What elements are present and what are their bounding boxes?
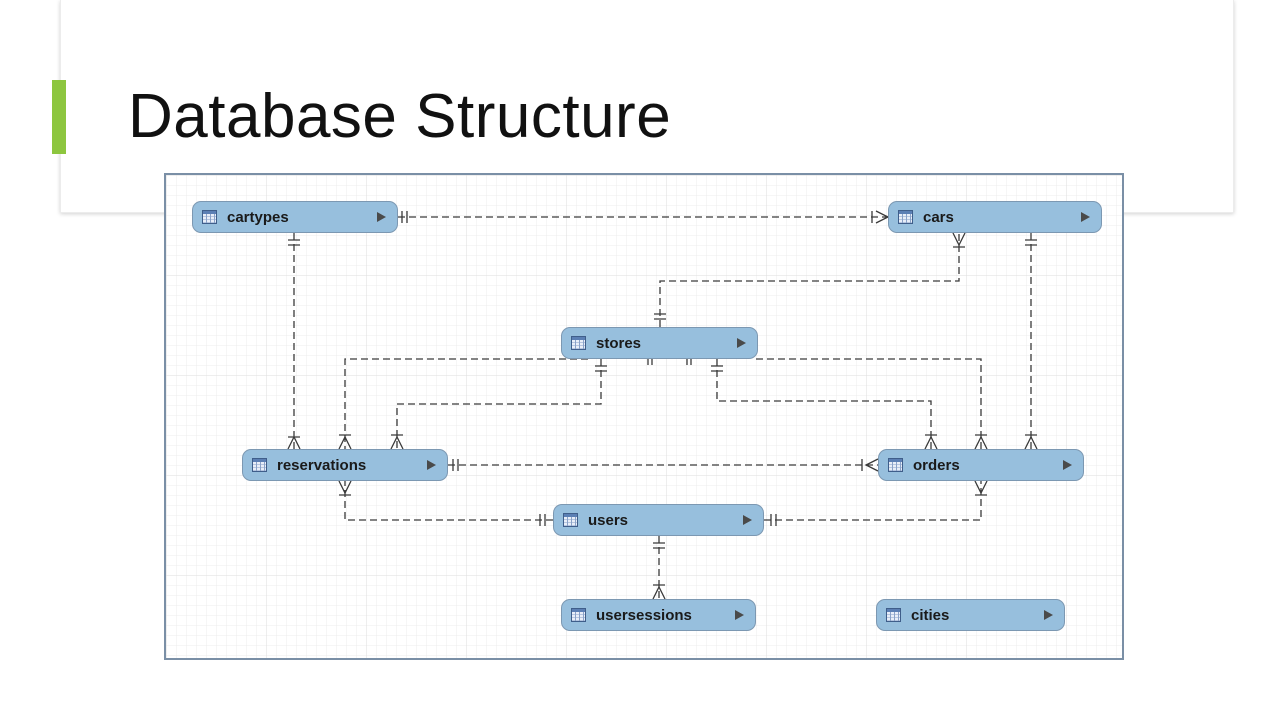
entity-cars[interactable]: cars	[888, 201, 1102, 233]
diagram-canvas	[166, 175, 1122, 658]
one-marker	[595, 365, 607, 372]
many-marker	[338, 480, 352, 496]
one-marker	[288, 239, 300, 246]
expand-arrow-icon[interactable]	[377, 212, 386, 222]
entity-orders[interactable]: orders	[878, 449, 1084, 481]
many-marker	[974, 480, 988, 496]
one-marker	[401, 211, 408, 223]
table-icon	[886, 608, 901, 622]
one-marker	[539, 514, 546, 526]
table-icon	[202, 210, 217, 224]
entity-stores[interactable]: stores	[561, 327, 758, 359]
entity-orders-label: orders	[913, 456, 960, 474]
rel-stores-reservations-a	[396, 359, 602, 449]
entity-usersessions[interactable]: usersessions	[561, 599, 756, 631]
one-marker	[770, 514, 777, 526]
many-marker	[287, 435, 301, 450]
table-icon	[571, 608, 586, 622]
one-marker	[1025, 239, 1037, 246]
many-marker	[1024, 434, 1038, 450]
entity-cities[interactable]: cities	[876, 599, 1065, 631]
table-icon	[571, 336, 586, 350]
entity-cities-label: cities	[911, 606, 950, 624]
entity-users-label: users	[588, 511, 629, 529]
one-marker	[711, 365, 723, 372]
many-marker	[338, 434, 352, 450]
expand-arrow-icon[interactable]	[427, 460, 436, 470]
many-marker	[952, 232, 966, 248]
table-icon	[252, 458, 267, 472]
many-marker	[924, 434, 938, 450]
title-accent-bar	[52, 80, 66, 154]
expand-arrow-icon[interactable]	[1044, 610, 1053, 620]
entity-cartypes[interactable]: cartypes	[192, 201, 398, 233]
expand-arrow-icon[interactable]	[1081, 212, 1090, 222]
table-icon	[563, 513, 578, 527]
rel-stores-reservations-b	[344, 358, 588, 449]
er-diagram: cartypes cars stores reservations orders…	[164, 173, 1124, 660]
entity-reservations[interactable]: reservations	[242, 449, 448, 481]
table-icon	[888, 458, 903, 472]
expand-arrow-icon[interactable]	[1063, 460, 1072, 470]
many-marker	[390, 434, 404, 450]
entity-reservations-label: reservations	[277, 456, 367, 474]
table-icon	[898, 210, 913, 224]
rel-stores-orders-b	[756, 358, 982, 449]
entity-stores-label: stores	[596, 334, 642, 352]
expand-arrow-icon[interactable]	[737, 338, 746, 348]
expand-arrow-icon[interactable]	[743, 515, 752, 525]
one-marker	[653, 542, 665, 549]
rel-stores-cars	[659, 233, 960, 327]
slide-title: Database Structure	[128, 82, 672, 151]
entity-cartypes-label: cartypes	[227, 208, 289, 226]
many-marker	[861, 458, 879, 472]
one-marker	[686, 359, 692, 365]
rel-stores-orders-a	[716, 359, 932, 449]
entity-users[interactable]: users	[553, 504, 764, 536]
expand-arrow-icon[interactable]	[735, 610, 744, 620]
entity-cars-label: cars	[923, 208, 954, 226]
one-marker	[647, 359, 653, 365]
many-marker	[652, 584, 666, 600]
one-marker	[654, 313, 666, 320]
one-marker	[452, 459, 459, 471]
grid-background	[166, 175, 1122, 658]
many-marker	[974, 434, 988, 450]
entity-usersessions-label: usersessions	[596, 606, 692, 624]
